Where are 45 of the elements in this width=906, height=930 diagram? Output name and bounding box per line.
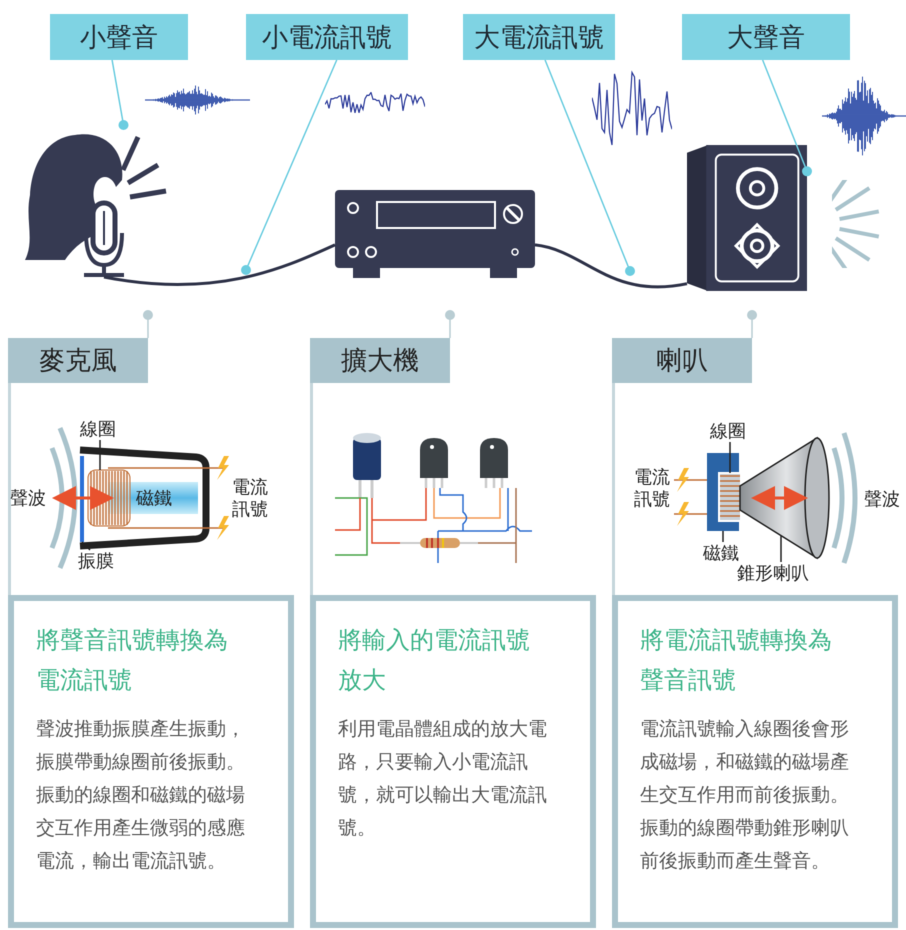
panel-frame: [8, 338, 294, 928]
part-label: 電流訊號: [232, 476, 269, 520]
part-label: 振膜: [78, 550, 114, 572]
leader-line: [81, 541, 91, 551]
cable: [534, 243, 688, 288]
callout-label: 小電流訊號: [246, 14, 408, 60]
leader-line: [729, 442, 731, 473]
card-heading: 將電流訊號轉換為聲音訊號: [640, 626, 833, 696]
callout-label: 小聲音: [50, 14, 188, 60]
part-label: 聲波: [864, 488, 900, 510]
leader-line: [762, 60, 812, 176]
leader-line: [99, 440, 101, 470]
callout-label: 大聲音: [682, 14, 850, 60]
part-label: 電流訊號: [634, 466, 671, 510]
panel-heading: 擴大機: [310, 338, 450, 383]
card-heading: 將聲音訊號轉換為電流訊號: [36, 626, 229, 696]
callout-label: 大電流訊號: [463, 14, 615, 60]
amplifier-drawing: [335, 190, 535, 280]
part-label: 錐形喇叭: [737, 562, 809, 584]
info-card: [310, 595, 596, 928]
connector-line: [445, 310, 455, 338]
cable: [104, 244, 336, 286]
speaker-cabinet-drawing: [687, 145, 807, 291]
part-label: 磁鐵: [136, 487, 172, 509]
leader-line: [241, 60, 338, 275]
card-body-text: 聲波推動振膜產生振動，振膜帶動線圈前後振動。振動的線圈和磁鐵的磁場交互作用產生微弱的感應電流，輸出電流訊號。: [36, 718, 246, 874]
leader-line: [111, 60, 128, 130]
leader-line: [780, 536, 782, 562]
leader-line: [544, 60, 635, 276]
part-label: 聲波: [10, 487, 46, 509]
panel-heading: 麥克風: [8, 338, 148, 383]
leader-line: [722, 531, 724, 542]
panel-frame: [612, 338, 898, 928]
connector-line: [142, 310, 153, 338]
info-card: [612, 595, 898, 928]
panel-heading: 喇叭: [612, 338, 752, 383]
info-card: [8, 595, 294, 928]
panel-frame: [310, 338, 596, 928]
part-label: 線圈: [710, 420, 746, 442]
connector-line: [747, 310, 758, 338]
part-label: 線圈: [80, 418, 116, 440]
card-heading: 將輸入的電流訊號放大: [338, 626, 531, 696]
card-body-text: 電流訊號輸入線圈後會形成磁場，和磁鐵的磁場產生交互作用而前後振動。振動的線圈帶動錐形喇叭前後振動而產生聲音。: [640, 718, 850, 874]
part-label: 磁鐵: [703, 542, 739, 564]
card-body-text: 利用電晶體組成的放大電路，只要輸入小電流訊號，就可以輸出大電流訊號。: [338, 718, 548, 841]
